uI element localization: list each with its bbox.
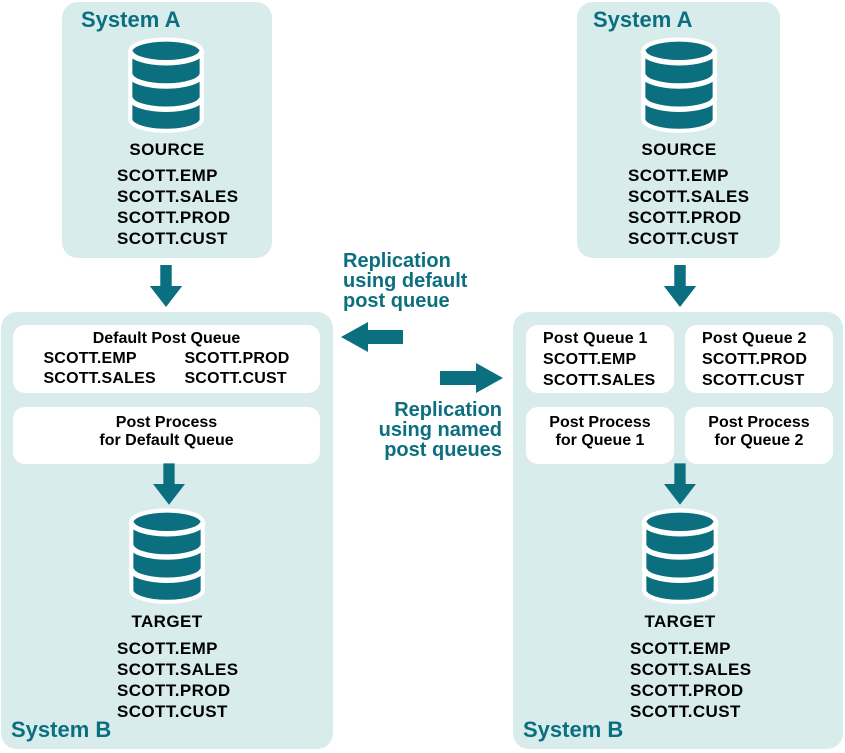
post-process-line: for Queue 2 xyxy=(714,432,804,449)
target-label: TARGET xyxy=(644,612,716,631)
table-name: SCOTT.SALES xyxy=(117,187,239,206)
left-system-b-panel: Default Post Queue SCOTT.EMP SCOTT.PROD … xyxy=(1,312,333,749)
right-system-b-title: System B xyxy=(523,717,624,742)
label-line: post queues xyxy=(384,439,502,461)
right-system-a-panel: System A SOURCE SCOTT.EMP SCOTT.SALES SC… xyxy=(577,2,780,258)
label-line: Replication xyxy=(394,399,502,421)
post-process-1-box: Post Process for Queue 1 xyxy=(526,407,674,464)
label-line: post queue xyxy=(343,290,450,312)
table-name: SCOTT.EMP xyxy=(543,351,637,368)
table-name: SCOTT.SALES xyxy=(543,372,656,389)
table-name: SCOTT.CUST xyxy=(702,372,805,389)
table-name: SCOTT.PROD xyxy=(184,350,290,367)
table-name: SCOTT.EMP xyxy=(630,639,731,658)
target-database-icon xyxy=(125,508,209,606)
post-process-line: for Queue 1 xyxy=(555,432,645,449)
default-post-queue-tables: SCOTT.EMP SCOTT.PROD SCOTT.SALES SCOTT.C… xyxy=(13,349,320,389)
source-label: SOURCE xyxy=(129,140,205,159)
post-queue-2-box: Post Queue 2 SCOTT.PROD SCOTT.CUST xyxy=(685,325,833,393)
post-process-line: Post Process xyxy=(115,414,218,431)
table-name: SCOTT.SALES xyxy=(117,660,239,679)
default-post-process-box: Post Process for Default Queue xyxy=(13,407,320,464)
post-process-line: for Default Queue xyxy=(99,432,234,449)
replication-named-label: Replication using named post queues xyxy=(330,400,502,460)
source-database-icon xyxy=(124,37,208,135)
label-line: Replication xyxy=(343,250,451,272)
right-arrow-icon xyxy=(440,363,503,393)
table-name: SCOTT.PROD xyxy=(628,208,742,227)
table-name: SCOTT.CUST xyxy=(117,702,228,721)
table-name: SCOTT.SALES xyxy=(43,370,156,387)
table-name: SCOTT.SALES xyxy=(628,187,750,206)
target-label: TARGET xyxy=(131,612,203,631)
table-name: SCOTT.PROD xyxy=(630,681,744,700)
table-name: SCOTT.CUST xyxy=(117,229,228,248)
left-system-b-title: System B xyxy=(11,717,112,742)
left-system-a-panel: System A SOURCE SCOTT.EMP SCOTT.SALES SC… xyxy=(62,2,272,258)
default-post-queue-title: Default Post Queue xyxy=(92,330,241,347)
default-post-queue-box: Default Post Queue SCOTT.EMP SCOTT.PROD … xyxy=(13,325,320,393)
post-queue-1-box: Post Queue 1 SCOTT.EMP SCOTT.SALES xyxy=(526,325,674,393)
table-name: SCOTT.EMP xyxy=(628,166,729,185)
table-name: SCOTT.PROD xyxy=(702,351,808,368)
down-arrow-icon xyxy=(149,265,183,307)
source-database-icon xyxy=(637,37,721,135)
left-system-a-title: System A xyxy=(81,7,181,32)
table-name: SCOTT.EMP xyxy=(43,350,137,367)
post-process-line: Post Process xyxy=(708,414,810,431)
source-table-list: SCOTT.EMP SCOTT.SALES SCOTT.PROD SCOTT.C… xyxy=(628,165,750,249)
table-name: SCOTT.PROD xyxy=(117,681,231,700)
down-arrow-icon xyxy=(664,462,696,506)
table-name: SCOTT.CUST xyxy=(184,370,287,387)
source-label: SOURCE xyxy=(641,140,717,159)
table-name: SCOTT.EMP xyxy=(117,166,218,185)
post-process-2-box: Post Process for Queue 2 xyxy=(685,407,833,464)
down-arrow-icon xyxy=(153,462,185,506)
table-name: SCOTT.SALES xyxy=(630,660,752,679)
table-name: SCOTT.EMP xyxy=(117,639,218,658)
right-system-b-panel: Post Queue 1 SCOTT.EMP SCOTT.SALES Post … xyxy=(513,312,843,749)
table-name: SCOTT.CUST xyxy=(628,229,739,248)
down-arrow-icon xyxy=(663,265,697,307)
post-queue-2-title: Post Queue 2 xyxy=(702,330,807,347)
source-table-list: SCOTT.EMP SCOTT.SALES SCOTT.PROD SCOTT.C… xyxy=(117,165,239,249)
post-queue-1-title: Post Queue 1 xyxy=(543,330,648,347)
target-database-icon xyxy=(638,508,722,606)
label-line: using default xyxy=(343,270,468,292)
table-name: SCOTT.CUST xyxy=(630,702,741,721)
right-system-a-title: System A xyxy=(593,7,693,32)
post-process-line: Post Process xyxy=(549,414,651,431)
target-table-list: SCOTT.EMP SCOTT.SALES SCOTT.PROD SCOTT.C… xyxy=(630,638,752,722)
replication-default-label: Replication using default post queue xyxy=(343,251,467,311)
left-arrow-icon xyxy=(341,322,403,352)
table-name: SCOTT.PROD xyxy=(117,208,231,227)
label-line: using named xyxy=(378,419,502,441)
target-table-list: SCOTT.EMP SCOTT.SALES SCOTT.PROD SCOTT.C… xyxy=(117,638,239,722)
